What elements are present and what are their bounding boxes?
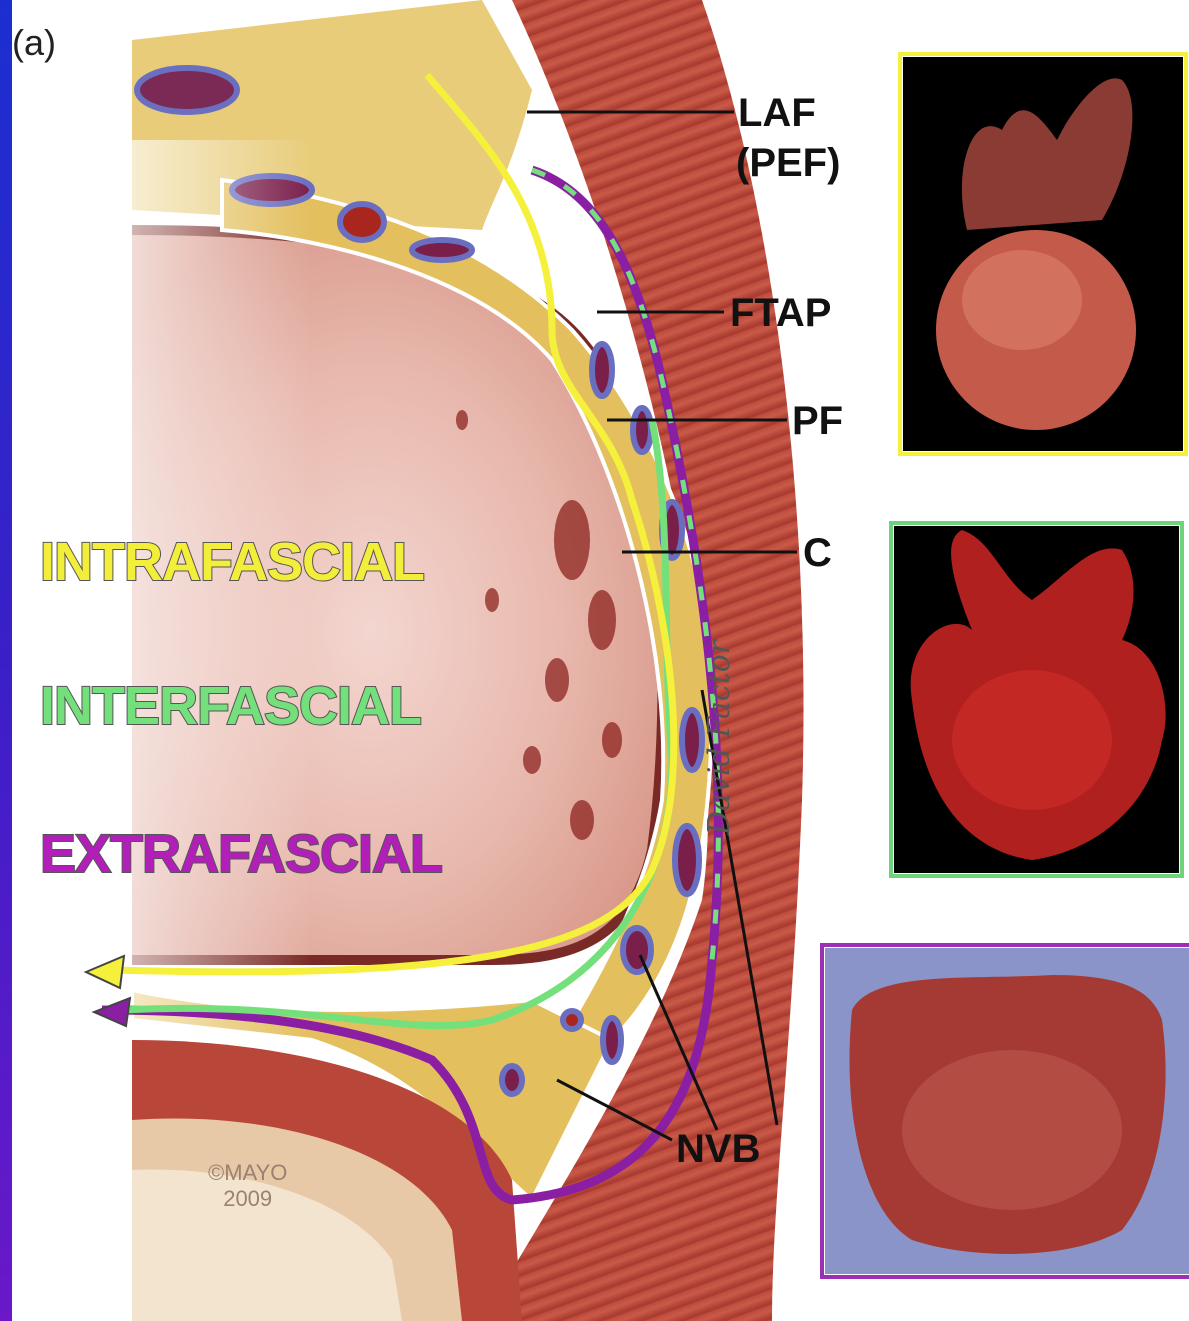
specimen-photo-interfascial <box>891 523 1182 876</box>
specimen-photo-intrafascial <box>900 54 1186 454</box>
figure-panel: (a) LAF (PEF) FTAP PF C NVB INTRAFASCIAL… <box>12 0 1189 1321</box>
anatomy-illustration <box>12 0 1189 1321</box>
label-laf: LAF <box>738 92 816 134</box>
zone-interfascial: INTERFASCIAL <box>40 678 421 734</box>
panel-label: (a) <box>12 22 56 64</box>
zone-extrafascial: EXTRAFASCIAL <box>40 826 442 882</box>
copyright-mark: ©MAYO 2009 <box>208 1160 287 1212</box>
specimen-photo-extrafascial <box>822 945 1189 1277</box>
label-c: C <box>803 532 832 574</box>
vessel-top <box>137 68 237 112</box>
copyright-line2: 2009 <box>208 1186 287 1212</box>
label-ftap: FTAP <box>730 292 831 334</box>
copyright-line1: ©MAYO <box>208 1160 287 1186</box>
artist-signature: David Factor <box>702 640 737 835</box>
left-edge-bar <box>0 0 12 1321</box>
label-pf: PF <box>792 400 843 442</box>
label-nvb: NVB <box>676 1128 760 1170</box>
label-pef: (PEF) <box>736 142 840 184</box>
zone-intrafascial: INTRAFASCIAL <box>40 534 424 590</box>
